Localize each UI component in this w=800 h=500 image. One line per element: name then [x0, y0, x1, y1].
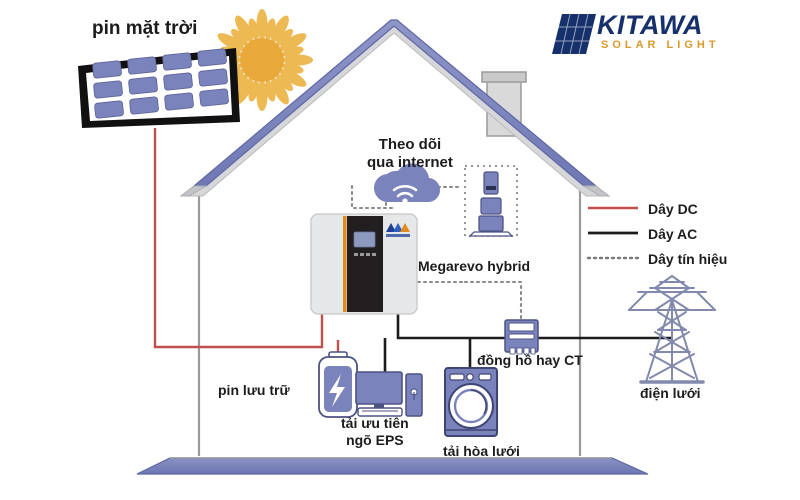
- tablet-icon: [480, 197, 502, 215]
- inverter-label: Megarevo hybrid: [418, 258, 531, 274]
- inverter-icon: [310, 213, 418, 315]
- legend-item-signal: Dây tín hiệu: [648, 251, 728, 267]
- transmission-tower-icon: [628, 274, 716, 384]
- meter-label: đồng hồ hay CT: [477, 352, 583, 368]
- ac-wiring: [383, 310, 672, 372]
- ac-wire-inverter-bus: [396, 310, 672, 340]
- laptop-icon: [468, 215, 514, 237]
- house-structure: [136, 19, 649, 475]
- solar-panel-logo-icon: [552, 13, 596, 55]
- monitoring-label: Theo dõi qua internet: [367, 136, 453, 171]
- battery-label: pin lưu trữ: [218, 382, 290, 398]
- house-floor: [136, 457, 649, 475]
- legend-item-dc: Dây DC: [648, 201, 698, 217]
- eps-load-label: tải ưu tiên ngõ EPS: [341, 415, 409, 448]
- electric-meter-icon: [504, 319, 539, 355]
- solar-panel-icon: [78, 48, 240, 128]
- legend-samples: [586, 206, 640, 260]
- brand-tagline: SOLAR LIGHT: [601, 39, 720, 51]
- monitor-devices-frame: [464, 165, 518, 237]
- signal-meter-to-bus: [460, 280, 523, 320]
- legend-item-ac: Dây AC: [648, 226, 698, 242]
- washing-machine-icon: [444, 367, 498, 437]
- solar-panel-label: pin mặt trời: [92, 18, 198, 39]
- brand-name: KITAWA: [597, 10, 703, 40]
- battery-bolt-icon: [318, 351, 358, 418]
- phone-icon: [483, 171, 499, 195]
- grid-label: điện lưới: [640, 385, 701, 401]
- roof-eave-right: [582, 185, 611, 197]
- roof-eave-left: [179, 185, 208, 197]
- desktop-computer-icon: [355, 371, 423, 417]
- cloud-wifi-icon: [373, 163, 441, 204]
- brand-logo: KITAWA SOLAR LIGHT: [557, 8, 737, 60]
- signal-cloud-left: [350, 184, 394, 210]
- grid-load-label: tải hòa lưới: [443, 443, 520, 459]
- megarevo-logo-icon: [386, 223, 410, 237]
